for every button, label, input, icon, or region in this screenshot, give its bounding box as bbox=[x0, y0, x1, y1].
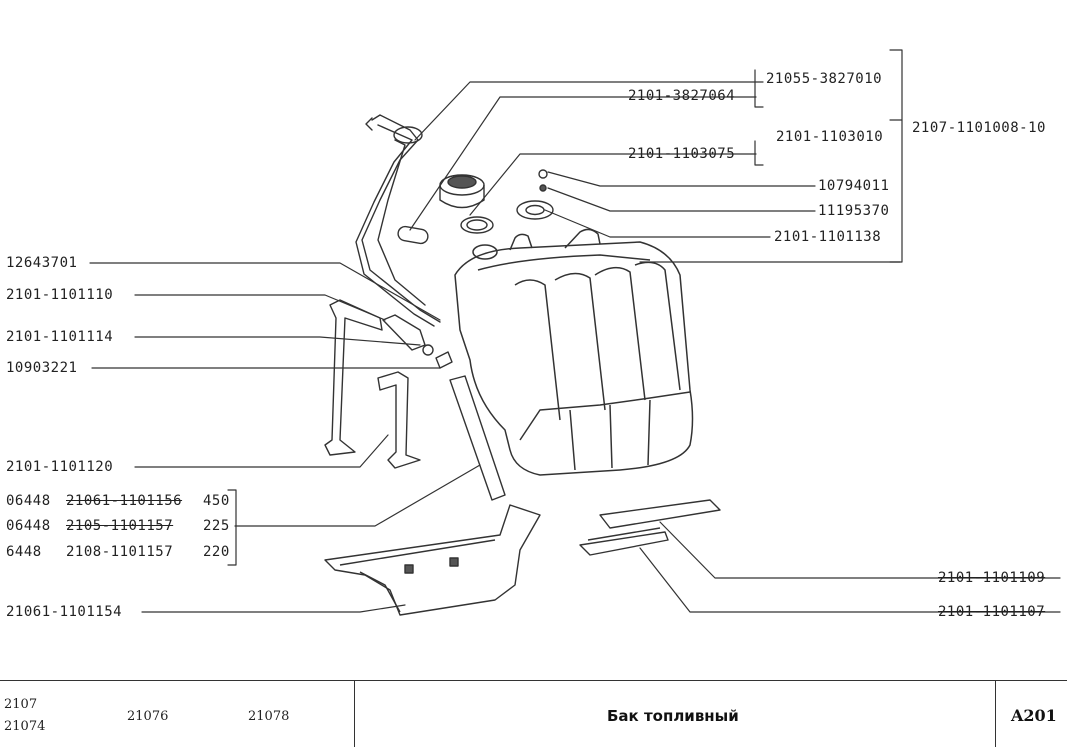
fuel-sender bbox=[355, 114, 441, 327]
label-2101-1101138: 2101-1101138 bbox=[774, 229, 882, 245]
label-2107-1101008-10: 2107-1101008-10 bbox=[912, 120, 1046, 136]
footer-code: A201 bbox=[1011, 706, 1057, 725]
leader-1101109 bbox=[659, 521, 1061, 579]
leader-1101138 bbox=[544, 209, 771, 238]
footer-model-2107: 2107 bbox=[4, 697, 38, 712]
leader-1103075 bbox=[469, 153, 757, 216]
label-10794011: 10794011 bbox=[818, 178, 890, 194]
leader-11195370 bbox=[547, 187, 816, 212]
label-2101-1101114: 2101-1101114 bbox=[6, 329, 114, 345]
footer-model-21074: 21074 bbox=[4, 719, 46, 734]
row3-length: 220 bbox=[203, 544, 230, 560]
row2-qty: 06448 bbox=[6, 518, 51, 534]
fuel-tank bbox=[454, 228, 694, 476]
footer-model-21076: 21076 bbox=[127, 709, 169, 724]
row2-part: 2105-1101157 bbox=[66, 518, 174, 534]
bracket-group bbox=[889, 49, 903, 263]
row1-part: 21061-1101156 bbox=[66, 493, 183, 509]
filler-cap bbox=[439, 169, 554, 234]
footer-title-block: 2107 21074 21076 21078 Бак топливный A20… bbox=[0, 680, 1067, 747]
insulation-strips bbox=[579, 499, 721, 556]
label-2101-1101120: 2101-1101120 bbox=[6, 459, 114, 475]
leader-12643701 bbox=[89, 262, 441, 321]
label-2101-1103075: 2101-1103075 bbox=[628, 146, 736, 162]
row1-length: 450 bbox=[203, 493, 230, 509]
bracket-right-mid bbox=[754, 140, 764, 166]
label-11195370: 11195370 bbox=[818, 203, 890, 219]
row3-qty: 6448 bbox=[6, 544, 42, 560]
label-2101-1101110: 2101-1101110 bbox=[6, 287, 114, 303]
leader-1101114 bbox=[134, 336, 421, 346]
footer-divider-2 bbox=[995, 681, 996, 747]
footer-title: Бак топливный bbox=[607, 707, 739, 725]
row2-length: 225 bbox=[203, 518, 230, 534]
label-2101-1103010: 2101-1103010 bbox=[776, 129, 884, 145]
leader-10794011 bbox=[547, 171, 816, 187]
row3-part: 2108-1101157 bbox=[66, 544, 174, 560]
bracket-right-top bbox=[754, 69, 764, 108]
tank-straps bbox=[324, 299, 506, 501]
bottom-shield bbox=[324, 504, 541, 616]
label-10903221: 10903221 bbox=[6, 360, 78, 376]
footer-divider-1 bbox=[354, 681, 355, 747]
label-21061-1101154: 21061-1101154 bbox=[6, 604, 123, 620]
bracket-rows bbox=[227, 489, 237, 566]
label-2101-3827064: 2101-3827064 bbox=[628, 88, 736, 104]
leader-1101120 bbox=[134, 434, 389, 468]
fuel-tank-diagram bbox=[89, 49, 1061, 616]
label-12643701: 12643701 bbox=[6, 255, 78, 271]
leader-3827064 bbox=[409, 96, 757, 231]
leader-21055 bbox=[414, 81, 764, 141]
row1-qty: 06448 bbox=[6, 493, 51, 509]
label-2101-1101109: 2101-1101109 bbox=[938, 570, 1046, 586]
label-2101-1101107: 2101-1101107 bbox=[938, 604, 1046, 620]
leader-1101110 bbox=[134, 294, 386, 321]
leader-strip bbox=[234, 464, 481, 527]
label-21055-3827010: 21055-3827010 bbox=[766, 71, 883, 87]
footer-model-21078: 21078 bbox=[248, 709, 290, 724]
leader-1101107 bbox=[639, 547, 1061, 613]
leader-shield bbox=[141, 604, 406, 613]
